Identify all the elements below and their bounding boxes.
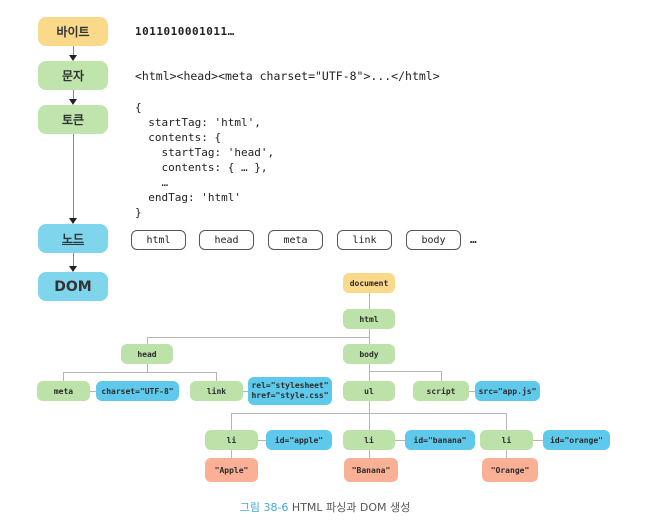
tree-node-meta: meta <box>37 381 90 401</box>
tree-connector <box>369 329 370 337</box>
arrow-down-icon <box>69 99 77 105</box>
tree-connector <box>231 413 232 430</box>
tree-connector <box>243 391 248 392</box>
tree-connector <box>369 371 441 372</box>
tree-connector <box>506 450 507 458</box>
tree-connector <box>231 450 232 458</box>
tree-attr-charset: charset="UTF-8" <box>96 381 179 401</box>
flow-step-node: 노드 <box>38 224 108 253</box>
tree-connector <box>147 364 148 372</box>
code-line: { <box>135 101 142 114</box>
tree-attr-src: src="app.js" <box>475 381 540 401</box>
tree-connector <box>147 337 370 338</box>
tree-connector <box>63 372 217 373</box>
tree-connector <box>90 391 96 392</box>
tree-node-head: head <box>121 344 173 364</box>
code-line: … <box>135 176 169 189</box>
figure-number: 그림 38-6 <box>239 501 289 514</box>
tree-connector <box>369 450 370 458</box>
tree-connector <box>369 337 370 344</box>
code-line: } <box>135 206 142 219</box>
flow-connector <box>72 134 74 218</box>
node-chip-link: link <box>337 230 392 250</box>
character-stream-text: <html><head><meta charset="UTF-8">...</h… <box>135 69 440 83</box>
tree-text-orange: "Orange" <box>482 458 538 482</box>
tree-connector <box>395 440 405 441</box>
node-chip-head: head <box>199 230 254 250</box>
tree-connector <box>231 413 507 414</box>
tree-text-banana: "Banana" <box>344 458 398 482</box>
tree-node-li-orange: li <box>480 430 533 450</box>
code-line: contents: { <box>135 131 222 144</box>
arrow-down-icon <box>69 266 77 272</box>
flow-step-char: 문자 <box>38 61 108 90</box>
tree-connector <box>147 337 148 344</box>
tree-node-link: link <box>190 381 243 401</box>
tree-node-body: body <box>343 344 395 364</box>
tree-node-document: document <box>343 273 395 293</box>
node-chip-meta: meta <box>268 230 323 250</box>
flow-step-dom: DOM <box>38 272 108 301</box>
arrow-down-icon <box>69 55 77 61</box>
flow-step-byte-label: 바이트 <box>56 25 90 39</box>
flow-step-byte: 바이트 <box>38 17 108 46</box>
code-line: startTag: 'head', <box>135 146 275 159</box>
token-object-code: { startTag: 'html', contents: { startTag… <box>135 100 274 220</box>
tree-node-script: script <box>413 381 469 401</box>
tree-attr-href: href="style.css" <box>251 391 329 400</box>
bytes-stream-text: 1011010001011… <box>135 25 235 38</box>
tree-attr-id-banana: id="banana" <box>405 430 475 450</box>
code-line: startTag: 'html', <box>135 116 261 129</box>
tree-connector <box>441 371 442 381</box>
tree-connector <box>506 413 507 430</box>
flow-connector <box>72 90 74 99</box>
tree-connector <box>369 293 370 309</box>
tree-text-apple: "Apple" <box>205 458 258 482</box>
tree-attr-id-orange: id="orange" <box>543 430 610 450</box>
flow-step-char-label: 문자 <box>61 69 85 83</box>
tree-node-ul: ul <box>343 381 395 401</box>
tree-connector <box>258 440 266 441</box>
tree-connector <box>533 440 543 441</box>
flow-step-token-label: 토큰 <box>61 113 85 127</box>
tree-connector <box>216 372 217 381</box>
tree-attr-id-apple: id="apple" <box>266 430 332 450</box>
code-line: contents: { … }, <box>135 161 268 174</box>
flow-step-node-label: 노드 <box>61 232 85 246</box>
tree-attr-rel-href: rel="stylesheet" href="style.css" <box>248 377 332 405</box>
figure-caption: 그림 38-6 HTML 파싱과 DOM 생성 <box>0 499 650 515</box>
flow-connector <box>72 46 74 55</box>
code-line: endTag: 'html' <box>135 191 241 204</box>
figure-caption-text: HTML 파싱과 DOM 생성 <box>288 501 411 514</box>
flow-step-dom-label: DOM <box>54 278 92 295</box>
tree-connector <box>63 372 64 381</box>
tree-node-li-banana: li <box>343 430 395 450</box>
tree-node-html: html <box>343 309 395 329</box>
tree-connector <box>369 401 370 430</box>
flow-connector <box>72 253 74 266</box>
tree-connector <box>369 364 370 381</box>
node-chip-html: html <box>131 230 186 250</box>
node-chip-body: body <box>406 230 461 250</box>
tree-attr-rel: rel="stylesheet" <box>251 381 329 390</box>
arrow-down-icon <box>69 218 77 224</box>
flow-step-token: 토큰 <box>38 105 108 134</box>
tree-node-li-apple: li <box>205 430 258 450</box>
node-chips-ellipsis: … <box>470 233 477 246</box>
tree-connector <box>469 391 475 392</box>
